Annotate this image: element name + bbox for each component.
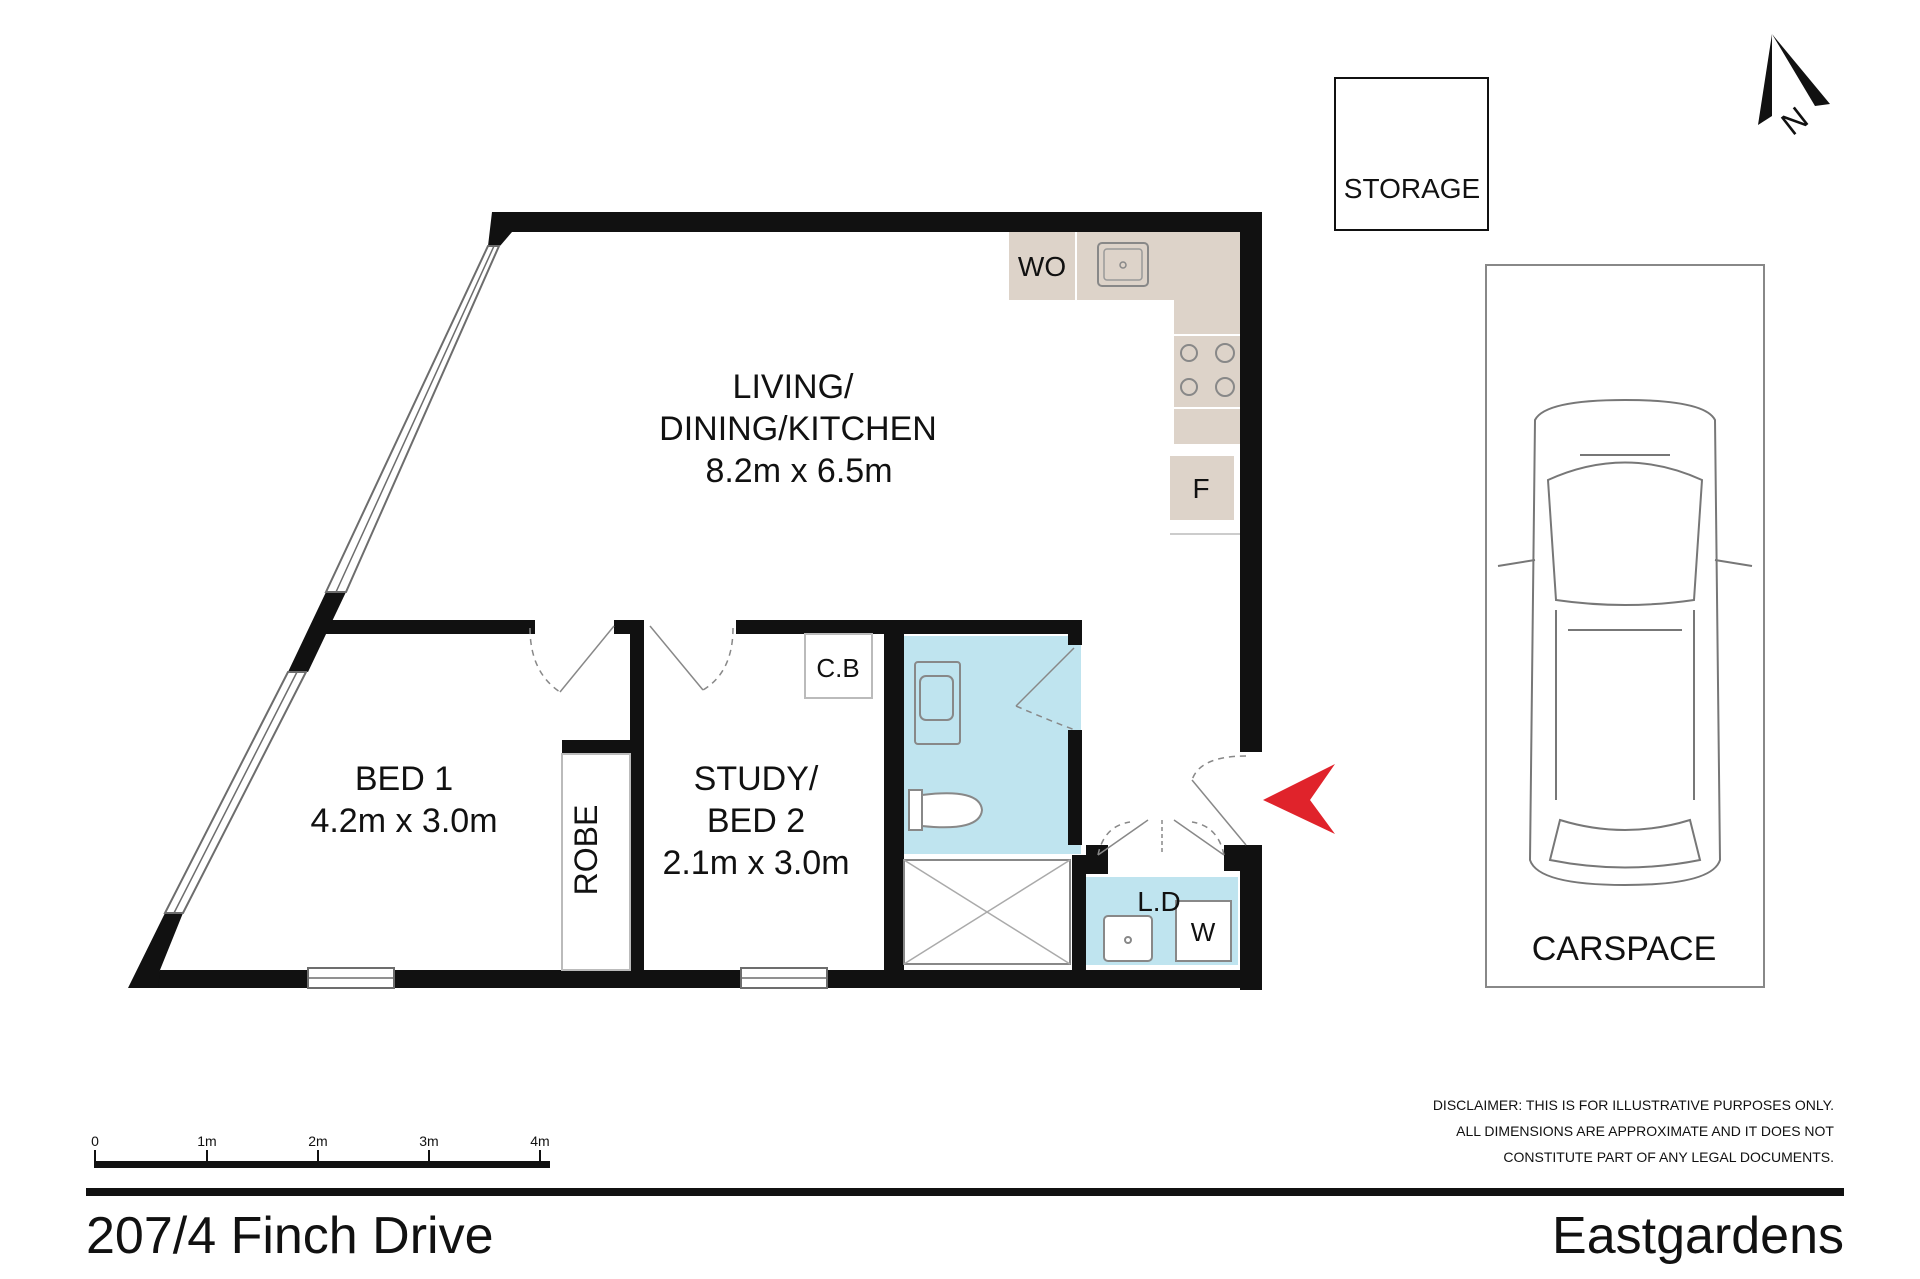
study-label-line2: BED 2 <box>707 802 805 840</box>
cooktop-icon <box>1180 343 1235 397</box>
cupboard-label: C.B <box>816 653 859 683</box>
living-dimensions: 8.2m x 6.5m <box>705 452 892 490</box>
robe-label: ROBE <box>568 805 604 896</box>
laundry-label: L.D <box>1137 886 1181 917</box>
washer <box>1175 900 1232 962</box>
shower-icon <box>903 859 1071 965</box>
car-icon <box>1497 398 1753 887</box>
toilet-icon <box>908 789 984 831</box>
laundry-tub-icon <box>1103 915 1153 962</box>
kitchen-sink-icon <box>1097 242 1149 287</box>
carspace-label: CARSPACE <box>1532 930 1717 968</box>
fridge-label: F <box>1192 473 1209 504</box>
north-arrow-icon <box>1758 34 1830 125</box>
scale-label-3: 3m <box>419 1133 438 1149</box>
entry-arrow-icon <box>1263 764 1335 834</box>
scale-label-1: 1m <box>197 1133 216 1149</box>
suburb: Eastgardens <box>1552 1207 1844 1265</box>
cupboard <box>804 633 873 699</box>
disclaimer-line3: CONSTITUTE PART OF ANY LEGAL DOCUMENTS. <box>1503 1149 1834 1165</box>
bed1-label: BED 1 <box>355 760 453 798</box>
footer-rule <box>86 1188 1844 1196</box>
carspace <box>1485 264 1765 988</box>
study-dimensions: 2.1m x 3.0m <box>662 844 849 882</box>
address: 207/4 Finch Drive <box>86 1207 494 1265</box>
fridge-space <box>1170 456 1234 520</box>
scale-label-4: 4m <box>530 1133 549 1149</box>
wall-oven-label: WO <box>1018 251 1066 282</box>
doors <box>529 625 1247 856</box>
walls <box>128 212 1262 990</box>
living-label-line1: LIVING/ <box>733 368 854 406</box>
study-label-line1: STUDY/ <box>694 760 819 798</box>
disclaimer-line2: ALL DIMENSIONS ARE APPROXIMATE AND IT DO… <box>1456 1123 1834 1139</box>
robe <box>561 753 631 971</box>
windows <box>163 245 828 989</box>
bed1-dimensions: 4.2m x 3.0m <box>310 802 497 840</box>
scale-label-2: 2m <box>308 1133 327 1149</box>
scale-label-0: 0 <box>91 1133 99 1149</box>
disclaimer-line1: DISCLAIMER: THIS IS FOR ILLUSTRATIVE PUR… <box>1433 1097 1834 1113</box>
storage-box <box>1334 77 1489 231</box>
storage-label: STORAGE <box>1344 173 1480 204</box>
vanity-basin-icon <box>914 661 961 745</box>
compass-label: N <box>1774 99 1814 142</box>
scale-bar <box>94 1150 550 1168</box>
washer-label: W <box>1191 917 1216 947</box>
living-label-line2: DINING/KITCHEN <box>659 410 937 448</box>
